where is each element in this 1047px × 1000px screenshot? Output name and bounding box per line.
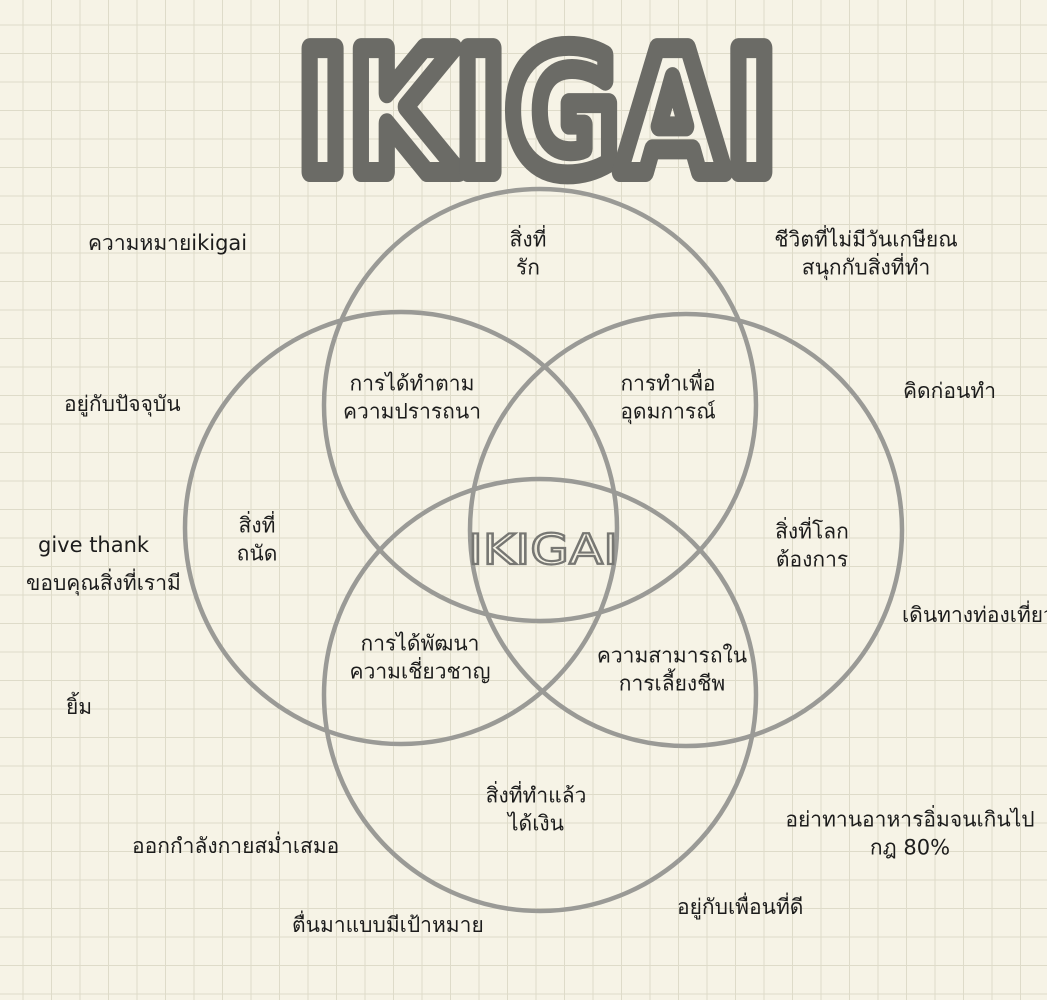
circle-world-needs-line-1: สิ่งที่โลก <box>775 519 849 544</box>
note-smile: ยิ้ม <box>66 695 93 720</box>
note-never-retire: ชีวิตที่ไม่มีวันเกษียณ สนุกกับสิ่งที่ทำ <box>774 226 957 281</box>
overlap-vocation-label: ความสามารถใน การเลี้ยงชีพ <box>597 642 747 697</box>
note-never-retire-line-2: สนุกกับสิ่งที่ทำ <box>801 255 931 279</box>
circle-world-needs <box>467 311 905 749</box>
note-give-thanks: give thank <box>38 533 150 558</box>
note-eat-moderately-line-2: กฎ 80% <box>869 835 951 859</box>
circle-paid-for <box>321 476 759 914</box>
circle-good-at-line-2: ถนัด <box>236 541 278 565</box>
circle-good-at-label: สิ่งที่ ถนัด <box>237 512 278 567</box>
circle-love <box>321 186 759 624</box>
overlap-profession-label: การได้พัฒนา ความเชี่ยวชาญ <box>350 630 491 685</box>
circle-love-line-2: รัก <box>515 255 540 279</box>
overlap-profession-line-2: ความเชี่ยวชาญ <box>349 659 491 683</box>
note-wake-purpose: ตื่นมาแบบมีเป้าหมาย <box>292 913 484 938</box>
note-think-first: คิดก่อนทำ <box>903 379 997 404</box>
note-eat-moderately: อย่าทานอาหารอิ่มจนเกินไป กฎ 80% <box>785 806 1034 861</box>
ikigai-title: IKIGAI <box>297 15 777 213</box>
circle-love-line-1: สิ่งที่ <box>509 227 547 252</box>
circle-good-at-line-1: สิ่งที่ <box>238 513 276 538</box>
circle-paid-for-line-1: สิ่งที่ทำแล้ว <box>485 783 587 808</box>
circle-world-needs-line-2: ต้องการ <box>775 547 849 571</box>
note-ikigai-meaning: ความหมายikigai <box>88 231 248 256</box>
circle-paid-for-label: สิ่งที่ทำแล้ว ได้เงิน <box>486 782 587 837</box>
overlap-vocation-line-1: ความสามารถใน <box>596 643 748 668</box>
circle-love-label: สิ่งที่ รัก <box>510 226 547 281</box>
note-live-present: อยู่กับปัจจุบัน <box>64 392 181 417</box>
overlap-profession-line-1: การได้พัฒนา <box>360 631 480 656</box>
circle-paid-for-line-2: ได้เงิน <box>508 811 564 835</box>
ikigai-center-label: IKIGAI <box>468 525 618 574</box>
overlap-mission-line-1: การทำเพื่อ <box>620 371 716 396</box>
overlap-passion-line-2: ความปรารถนา <box>342 399 482 423</box>
overlap-mission-line-2: อุดมการณ์ <box>620 399 716 423</box>
note-never-retire-line-1: ชีวิตที่ไม่มีวันเกษียณ <box>774 227 958 252</box>
note-exercise: ออกกำลังกายสม่ำเสมอ <box>132 834 340 859</box>
overlap-vocation-line-2: การเลี้ยงชีพ <box>618 671 726 695</box>
note-travel: เดินทางท่องเที่ยว <box>902 603 1047 628</box>
overlap-mission-label: การทำเพื่อ อุดมการณ์ <box>620 370 715 425</box>
note-eat-moderately-line-1: อย่าทานอาหารอิ่มจนเกินไป <box>785 807 1035 832</box>
circle-world-needs-label: สิ่งที่โลก ต้องการ <box>775 518 849 573</box>
note-good-friends: อยู่กับเพื่อนที่ดี <box>677 895 804 920</box>
circle-good-at <box>182 309 620 747</box>
note-grateful: ขอบคุณสิ่งที่เรามี <box>26 571 181 596</box>
overlap-passion-label: การได้ทำตาม ความปรารถนา <box>343 370 481 425</box>
overlap-passion-line-1: การได้ทำตาม <box>349 371 475 396</box>
